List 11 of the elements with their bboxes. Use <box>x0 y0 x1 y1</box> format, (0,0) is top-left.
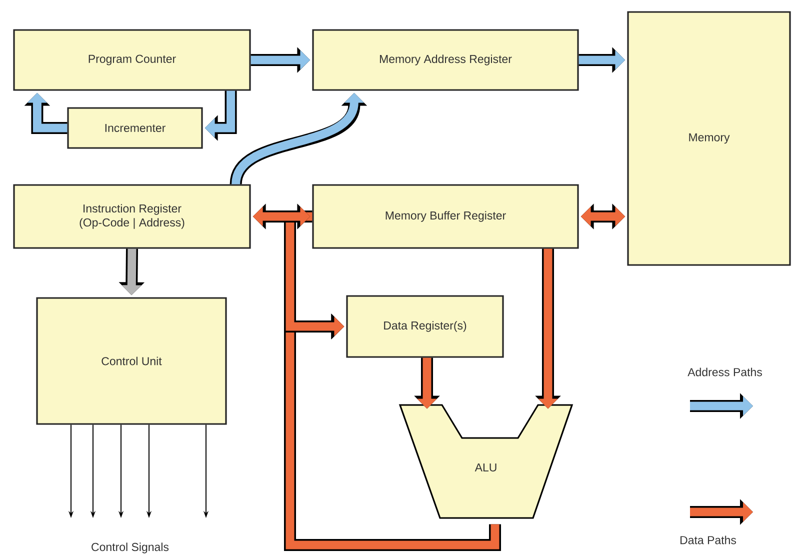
legend-label: Data Paths <box>680 536 736 544</box>
control-unit-box: Control Unit <box>36 297 227 425</box>
register-box: Instruction Register (Op-Code | Address) <box>13 184 251 249</box>
register-box: Memory Address Register <box>312 29 579 91</box>
register-box: Memory Buffer Register <box>312 184 579 249</box>
register-box: Program Counter <box>13 29 251 91</box>
register-box: Data Register(s) <box>346 295 504 358</box>
signal-label: Control Signals <box>92 542 169 554</box>
legend-label: Address Paths <box>688 368 762 376</box>
incrementer-box: Incrementer <box>67 107 203 149</box>
memory-box: Memory <box>627 11 791 266</box>
